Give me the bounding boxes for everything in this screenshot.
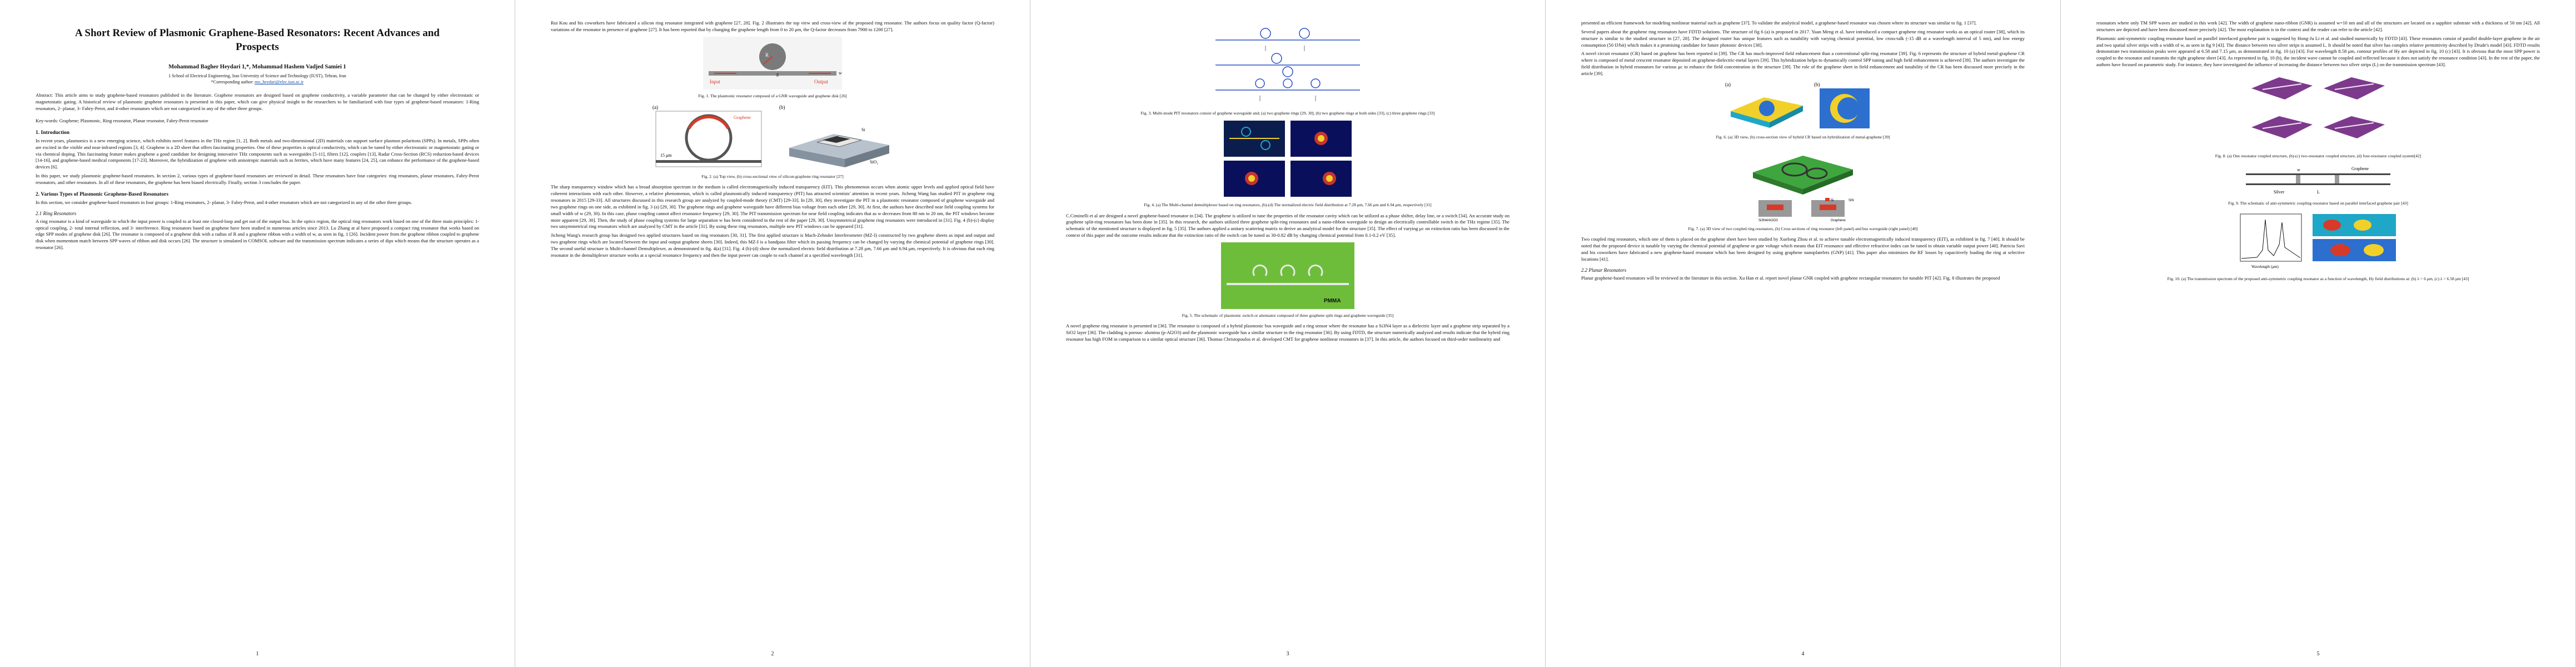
figure-2: (a) Graphene 15 μm (b) Si SiO₂ Fig. 2. (… xyxy=(551,103,994,180)
figure-7-image: Si SiN Graphene Si3N4/Al2O3 xyxy=(1753,156,1854,222)
figure-5: PMMA Fig. 5. The schematic of plasmonic … xyxy=(1066,242,1509,318)
paragraph-fdtd: Several papers about the graphene ring r… xyxy=(1581,28,2025,48)
page-3: Fig. 3. Multi-mode PIT resonators consis… xyxy=(1030,0,1546,667)
subsection-heading-ring: 2.1 Ring Resonators xyxy=(36,210,77,216)
page-2: Rui Kou and his coworkers have fabricate… xyxy=(515,0,1030,667)
section-2-paragraph: In this section, we consider graphene-ba… xyxy=(36,199,412,205)
affiliation: 1 School of Electrical Engineering, Iran… xyxy=(168,73,346,79)
corresponding-email: *Corresponding author: mo_heydari@elec.i… xyxy=(36,79,479,84)
figure-10: Wavelength (μm) Fig. 10. (a) The transmi… xyxy=(2096,211,2540,282)
fig7-legend-si-swatch xyxy=(1825,198,1830,202)
page-number: 1 xyxy=(256,651,259,657)
figure-1-image: R Input Output w g xyxy=(703,36,842,89)
paragraph-gnr: resonators where only TM SPP waves are s… xyxy=(2096,20,2540,32)
figure-5-caption: Fig. 5. The schematic of plasmonic switc… xyxy=(1182,312,1394,318)
fig9-label-silver: Silver xyxy=(2274,190,2284,195)
paragraph-wang: Jicheng Wang's research group has design… xyxy=(551,232,994,258)
figure-4-image xyxy=(1224,121,1352,197)
figure-1-caption: Fig. 1. The plasmonic resonator composed… xyxy=(698,93,847,98)
paragraph-circuit-resonator: A novel circuit resonator (CR) based on … xyxy=(1581,51,2025,77)
fig2-label-si: Si xyxy=(861,127,865,132)
fig6-label-b: (b) xyxy=(1814,82,1820,87)
fig7-legend-oxide: Si3N4/Al2O3 xyxy=(1758,219,1778,222)
figure-9: Graphene Silver L w Fig. 9. The schemati… xyxy=(2096,163,2540,206)
figure-10-image: Wavelength (μm) xyxy=(2240,213,2396,269)
fig1-label-input: Input xyxy=(710,79,720,84)
paragraph-validate: presented an efficient framework for mod… xyxy=(1581,20,1977,26)
keywords: Key-words: Graphene; Plasmonic, Ring res… xyxy=(36,117,208,123)
fig2-label-a: (a) xyxy=(652,104,658,110)
figure-8-caption: Fig. 8. (a) One resonator coupled struct… xyxy=(2215,153,2421,159)
figure-6-image: (a) (b) xyxy=(1725,82,1870,128)
fig6-label-a: (a) xyxy=(1725,82,1731,87)
figure-6-caption: Fig. 6. (a) 3D view, (b) cross-section v… xyxy=(1716,134,1890,140)
figure-3: Fig. 3. Multi-mode PIT resonators consis… xyxy=(1066,23,1509,116)
page-5: resonators where only TM SPP waves are s… xyxy=(2061,0,2576,667)
abstract: Abstract: This article aims to study gra… xyxy=(36,92,479,112)
page-number: 4 xyxy=(1801,651,1805,657)
intro-paragraph-1: In recent years, plasmonics is a new eme… xyxy=(36,137,479,170)
figure-8: Fig. 8. (a) One resonator coupled struct… xyxy=(2096,72,2540,159)
ring-paragraph: A ring resonator is a kind of waveguide … xyxy=(36,218,479,251)
fig2-label-graphene: Graphene xyxy=(734,115,751,120)
author-list: Mohammad Bagher Heydari 1,*, Mohammad Ha… xyxy=(168,64,346,71)
figure-4: Fig. 4. (a) The Multi-channel demultiple… xyxy=(1066,121,1509,208)
figure-7-caption: Fig. 7. (a) 3D view of two coupled ring … xyxy=(1688,226,1918,232)
paragraph-hybrid: A novel graphene ring resonator is prese… xyxy=(1066,323,1509,342)
figure-10-caption: Fig. 10. (a) The transmission spectrum o… xyxy=(2167,276,2469,281)
email-label: *Corresponding author: xyxy=(211,79,254,85)
section-heading-2: 2. Various Types of Plasmonic Graphene-B… xyxy=(36,191,169,197)
fig7-legend-si: Si xyxy=(1831,199,1833,202)
fig9-label-graphene: Graphene xyxy=(2351,166,2369,171)
fig9-label-w: w xyxy=(2297,167,2300,172)
fig7-legend-graphene: Graphene xyxy=(1831,219,1846,222)
fig1-label-w: w xyxy=(839,71,842,76)
paper-title: A Short Review of Plasmonic Graphene-Bas… xyxy=(74,27,440,53)
fig1-label-output: Output xyxy=(814,79,829,84)
paragraph-ciminelli: C.Ciminelli et al are designed a novel g… xyxy=(1066,212,1509,238)
paragraph-pit: The sharp transparency window which has … xyxy=(551,184,994,230)
fig1-label-g: g xyxy=(776,72,779,77)
figure-2-image: (a) Graphene 15 μm (b) Si SiO₂ xyxy=(652,104,889,167)
figure-7: Si SiN Graphene Si3N4/Al2O3 Fig. 7. (a) … xyxy=(1581,145,2025,232)
fig9-label-l: L xyxy=(2317,190,2320,195)
fig7-legend-sin: SiN xyxy=(1848,199,1854,202)
section-heading-intro: 1. Introduction xyxy=(36,130,70,136)
fig2-label-scale: 15 μm xyxy=(660,153,672,158)
figure-9-caption: Fig. 9. The schematic of anti-symmetric … xyxy=(2228,201,2408,206)
fig2-label-b: (b) xyxy=(779,104,785,110)
figure-3-image xyxy=(1215,28,1360,101)
figure-8-image xyxy=(2251,77,2385,139)
figure-1: R Input Output w g Fig. 1. The plasmonic… xyxy=(551,36,994,99)
paragraph-anti-symmetric: Plasmonic anti-symmetric coupling resona… xyxy=(2096,35,2540,68)
paragraph-kou: Rui Kou and his coworkers have fabricate… xyxy=(551,20,994,32)
figure-3-caption: Fig. 3. Multi-mode PIT resonators consis… xyxy=(1140,111,1435,116)
paragraph-coupled-rings: Two coupled ring resonators, which one o… xyxy=(1581,236,2025,262)
page-number: 5 xyxy=(2316,651,2320,657)
subsection-heading-planar: 2.2 Planar Resonators xyxy=(1581,267,1627,273)
figure-2-caption: Fig. 2. (a) Top view, (b) cross-sectiona… xyxy=(701,173,844,179)
email-link[interactable]: mo_heydari@elec.iust.ac.ir xyxy=(255,79,304,85)
page-1: A Short Review of Plasmonic Graphene-Bas… xyxy=(0,0,515,667)
fig10-axis-label: Wavelength (μm) xyxy=(2251,265,2279,269)
paragraph-planar: Planar graphene-based resonators will be… xyxy=(1581,275,2000,281)
figure-6: (a) (b) Fig. 6. (a) 3D view, (b) cross-s… xyxy=(1581,81,2025,140)
figure-4-caption: Fig. 4. (a) The Multi-channel demultiple… xyxy=(1144,202,1432,208)
page-number: 3 xyxy=(1286,651,1289,657)
fig1-label-r: R xyxy=(765,52,769,58)
figure-9-image: Graphene Silver L w xyxy=(2246,166,2390,195)
intro-paragraph-2: In this paper, we study plasmonic graphe… xyxy=(36,173,479,185)
figure-5-image: PMMA xyxy=(1221,242,1354,309)
fig2-label-sio2: SiO₂ xyxy=(870,160,878,165)
page-4: presented an efficient framework for mod… xyxy=(1546,0,2061,667)
page-number: 2 xyxy=(771,651,774,657)
fig5-label-pmma: PMMA xyxy=(1324,298,1341,304)
